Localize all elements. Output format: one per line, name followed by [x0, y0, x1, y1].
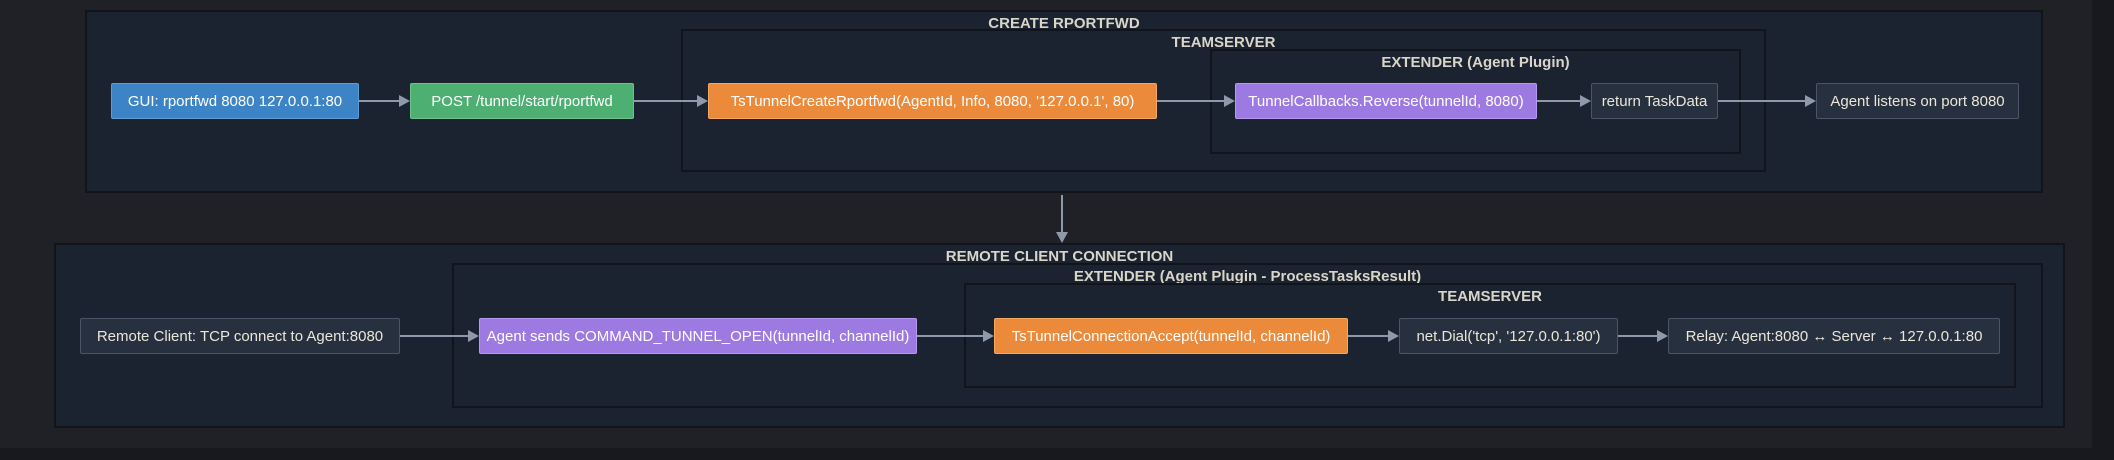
subgraph-extender-bottom-title: EXTENDER (Agent Plugin - ProcessTasksRes… — [1073, 268, 1422, 285]
diagram-canvas: CREATE RPORTFWD TEAMSERVER EXTENDER (Age… — [54, 10, 2065, 428]
node-tunnelcallbacks-reverse: TunnelCallbacks.Reverse(tunnelId, 8080) — [1235, 83, 1537, 119]
subgraph-teamserver-bottom-title: TEAMSERVER — [1438, 288, 1542, 305]
subgraph-extender-top-title: EXTENDER (Agent Plugin) — [1381, 54, 1570, 71]
node-agent-listens: Agent listens on port 8080 — [1816, 83, 2019, 119]
node-remote-client-tcp: Remote Client: TCP connect to Agent:8080 — [80, 318, 400, 354]
node-gui-rportfwd: GUI: rportfwd 8080 127.0.0.1:80 — [111, 83, 359, 119]
node-return-taskdata: return TaskData — [1591, 83, 1718, 119]
node-tstunnel-create-rportfwd: TsTunnelCreateRportfwd(AgentId, Info, 80… — [708, 83, 1157, 119]
subgraph-create-rportfwd-title: CREATE RPORTFWD — [988, 15, 1140, 32]
subgraph-remote-client-connection-title: REMOTE CLIENT CONNECTION — [945, 248, 1174, 265]
node-net-dial: net.Dial('tcp', '127.0.0.1:80') — [1399, 318, 1618, 354]
node-tstunnel-connection-accept: TsTunnelConnectionAccept(tunnelId, chann… — [994, 318, 1348, 354]
node-command-tunnel-open: Agent sends COMMAND_TUNNEL_OPEN(tunnelId… — [479, 318, 917, 354]
subgraph-teamserver-top-title: TEAMSERVER — [1171, 34, 1276, 51]
node-relay: Relay: Agent:8080 ↔ Server ↔ 127.0.0.1:8… — [1668, 318, 2000, 354]
node-post-tunnel-start: POST /tunnel/start/rportfwd — [410, 83, 634, 119]
